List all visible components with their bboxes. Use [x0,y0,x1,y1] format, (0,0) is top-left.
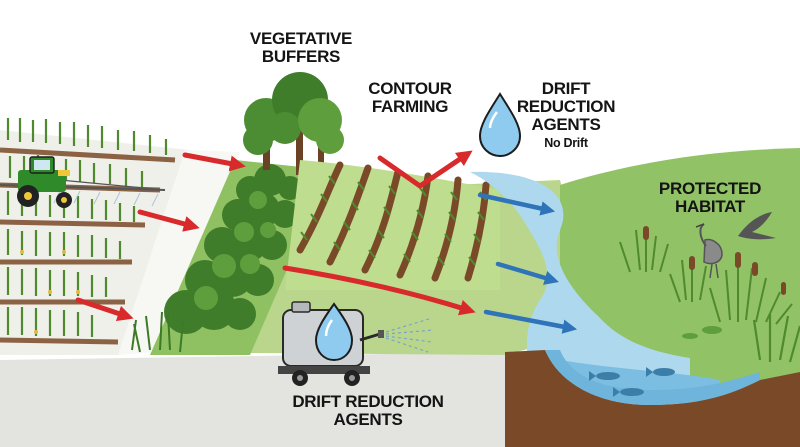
drift-reduction-agents-label-bottom: DRIFT REDUCTION AGENTS [288,393,448,429]
drift-reduction-bottom-line2: AGENTS [333,409,403,429]
contour-farming-line1: CONTOUR [368,79,452,98]
cattail-icon [619,226,800,363]
flow-arrows [477,192,578,334]
flow-arrow [495,261,559,285]
heron-icon [695,223,723,279]
no-drift-note: No Drift [544,135,588,150]
runoff-arrow [75,297,134,322]
tree-icon [243,72,344,175]
drift-reduction-top-line1: DRIFT [541,79,591,98]
drift-reduction-bottom-line1: DRIFT REDUCTION [292,392,444,411]
protected-habitat-label: PROTECTED HABITAT [655,180,765,216]
runoff-arrow [137,209,200,232]
runoff-arrow [182,152,246,172]
drift-blocked-arrow [377,150,473,190]
vegetative-buffer-strip [131,160,330,355]
contour-farming-field [285,160,500,290]
protected-habitat-line1: PROTECTED [658,179,762,198]
bird-icon [738,212,776,240]
field-path [118,150,240,355]
flow-arrow [483,309,578,334]
runoff-arrows [75,150,476,322]
fish-icon [589,367,675,397]
drift-reduction-agents-label-top: DRIFT REDUCTION AGENTS No Drift [506,80,626,150]
protected-habitat-line2: HABITAT [675,196,745,216]
sprayer-tank-icon [278,301,435,386]
contour-farming-label: CONTOUR FARMING [360,80,460,116]
drift-reduction-top-line3: AGENTS [531,114,601,134]
tractor-icon [0,156,166,208]
water-drop-icon [478,92,522,158]
vegetative-buffers-label: VEGETATIVE BUFFERS [246,30,356,66]
vegetative-buffers-line2: BUFFERS [261,46,341,66]
contour-farming-line2: FARMING [371,96,449,116]
flow-arrow [477,192,556,216]
vegetative-buffers-line1: VEGETATIVE [249,29,353,48]
runoff-arrow [282,265,476,316]
drift-reduction-top-line2: REDUCTION [516,96,616,116]
soil-cross-section [505,350,800,447]
